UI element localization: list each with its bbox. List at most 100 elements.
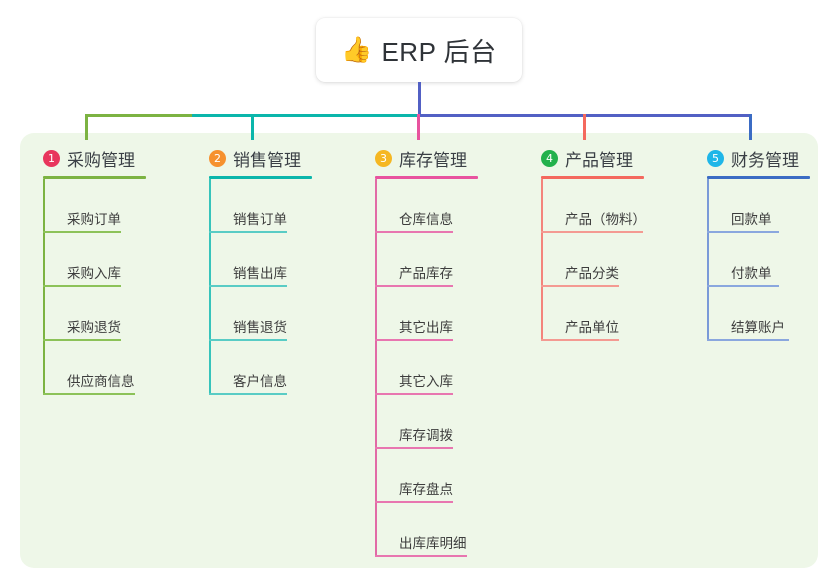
leaf-item[interactable]: 销售出库	[209, 233, 312, 287]
leaf-label: 销售订单	[233, 212, 287, 227]
leaf-item[interactable]: 结算账户	[707, 287, 810, 341]
leaf-item[interactable]: 回款单	[707, 179, 810, 233]
branch-badge-4: 4	[541, 149, 558, 167]
branch-column-3: 3 库存管理 仓库信息 产品库存 其它出库 其它入库 库存调拨	[375, 146, 478, 557]
root-node[interactable]: 👍 ERP 后台	[316, 18, 522, 82]
leaf-label: 客户信息	[233, 374, 287, 389]
leaf-item[interactable]: 销售退货	[209, 287, 312, 341]
leaf-item[interactable]: 其它入库	[375, 341, 478, 395]
leaf-item[interactable]: 其它出库	[375, 287, 478, 341]
leaf-rule	[43, 393, 135, 395]
leaf-rule	[43, 231, 121, 233]
leaf-rule	[209, 339, 287, 341]
leaf-item[interactable]: 产品分类	[541, 233, 644, 287]
leaf-rule	[541, 285, 619, 287]
leaf-label: 库存调拨	[399, 428, 453, 443]
leaf-item[interactable]: 库存调拨	[375, 395, 478, 449]
leaf-rule	[375, 231, 453, 233]
leaf-label: 产品（物料）	[565, 212, 646, 227]
leaf-list-4: 产品（物料） 产品分类 产品单位	[541, 179, 646, 341]
bus-segment-teal	[192, 114, 420, 117]
branch-rule-3	[375, 176, 478, 179]
leaf-label: 供应商信息	[67, 374, 135, 389]
branch-header-1[interactable]: 1 采购管理	[43, 146, 146, 170]
leaf-label: 采购订单	[67, 212, 121, 227]
drop-connector-5	[749, 114, 752, 140]
branch-column-1: 1 采购管理 采购订单 采购入库 采购退货 供应商信息	[43, 146, 146, 395]
leaf-list-2: 销售订单 销售出库 销售退货 客户信息	[209, 179, 312, 395]
leaf-label: 仓库信息	[399, 212, 453, 227]
leaf-rule	[375, 501, 453, 503]
leaf-item[interactable]: 产品单位	[541, 287, 644, 341]
branch-badge-2: 2	[209, 149, 226, 167]
leaf-item[interactable]: 采购退货	[43, 287, 146, 341]
leaf-rule	[43, 285, 121, 287]
leaf-item[interactable]: 采购入库	[43, 233, 146, 287]
leaf-label: 付款单	[731, 266, 772, 281]
branch-header-4[interactable]: 4 产品管理	[541, 146, 644, 170]
branch-spine-5	[707, 179, 709, 341]
leaf-label: 回款单	[731, 212, 772, 227]
leaf-rule	[209, 285, 287, 287]
leaf-item[interactable]: 付款单	[707, 233, 810, 287]
leaf-rule	[375, 393, 453, 395]
leaf-item[interactable]: 供应商信息	[43, 341, 146, 395]
leaf-label: 产品库存	[399, 266, 453, 281]
leaf-list-3: 仓库信息 产品库存 其它出库 其它入库 库存调拨 库存盘点	[375, 179, 478, 557]
leaf-rule	[541, 339, 619, 341]
leaf-item[interactable]: 出库库明细	[375, 503, 478, 557]
leaf-item[interactable]: 采购订单	[43, 179, 146, 233]
leaf-label: 产品单位	[565, 320, 619, 335]
leaf-rule	[541, 231, 643, 233]
leaf-rule	[707, 231, 779, 233]
leaf-label: 库存盘点	[399, 482, 453, 497]
leaf-label: 销售退货	[233, 320, 287, 335]
branch-rule-4	[541, 176, 644, 179]
branch-title-3: 库存管理	[399, 150, 467, 170]
leaf-item[interactable]: 仓库信息	[375, 179, 478, 233]
branch-title-1: 采购管理	[67, 150, 135, 170]
leaf-label: 销售出库	[233, 266, 287, 281]
branch-header-3[interactable]: 3 库存管理	[375, 146, 478, 170]
branch-badge-5: 5	[707, 149, 724, 167]
leaf-rule	[707, 339, 789, 341]
branch-title-2: 销售管理	[233, 150, 301, 170]
leaf-label: 出库库明细	[399, 536, 467, 551]
branch-spine-2	[209, 179, 211, 395]
leaf-rule	[43, 339, 121, 341]
branches-background-panel	[20, 133, 818, 568]
bus-segment-green	[87, 114, 194, 117]
leaf-item[interactable]: 库存盘点	[375, 449, 478, 503]
leaf-list-1: 采购订单 采购入库 采购退货 供应商信息	[43, 179, 146, 395]
branch-header-2[interactable]: 2 销售管理	[209, 146, 312, 170]
branch-title-4: 产品管理	[565, 150, 633, 170]
drop-connector-1	[85, 114, 88, 140]
branch-header-5[interactable]: 5 财务管理	[707, 146, 810, 170]
branch-badge-1: 1	[43, 149, 60, 167]
leaf-item[interactable]: 产品（物料）	[541, 179, 646, 233]
leaf-item[interactable]: 销售订单	[209, 179, 312, 233]
branch-rule-1	[43, 176, 146, 179]
branch-column-4: 4 产品管理 产品（物料） 产品分类 产品单位	[541, 146, 646, 341]
leaf-label: 其它出库	[399, 320, 453, 335]
root-title: ERP 后台	[381, 36, 497, 67]
branch-spine-1	[43, 179, 45, 395]
root-stem-connector	[418, 82, 421, 115]
leaf-item[interactable]: 产品库存	[375, 233, 478, 287]
branch-column-5: 5 财务管理 回款单 付款单 结算账户	[707, 146, 810, 341]
branch-rule-5	[707, 176, 810, 179]
branch-rule-2	[209, 176, 312, 179]
leaf-label: 采购退货	[67, 320, 121, 335]
leaf-rule	[375, 339, 453, 341]
leaf-label: 其它入库	[399, 374, 453, 389]
leaf-label: 产品分类	[565, 266, 619, 281]
leaf-rule	[209, 393, 287, 395]
branch-title-5: 财务管理	[731, 150, 799, 170]
branch-column-2: 2 销售管理 销售订单 销售出库 销售退货 客户信息	[209, 146, 312, 395]
leaf-label: 结算账户	[731, 320, 785, 335]
leaf-item[interactable]: 客户信息	[209, 341, 312, 395]
thumbs-up-emoji: 👍	[341, 35, 373, 64]
leaf-list-5: 回款单 付款单 结算账户	[707, 179, 810, 341]
leaf-rule	[209, 231, 287, 233]
